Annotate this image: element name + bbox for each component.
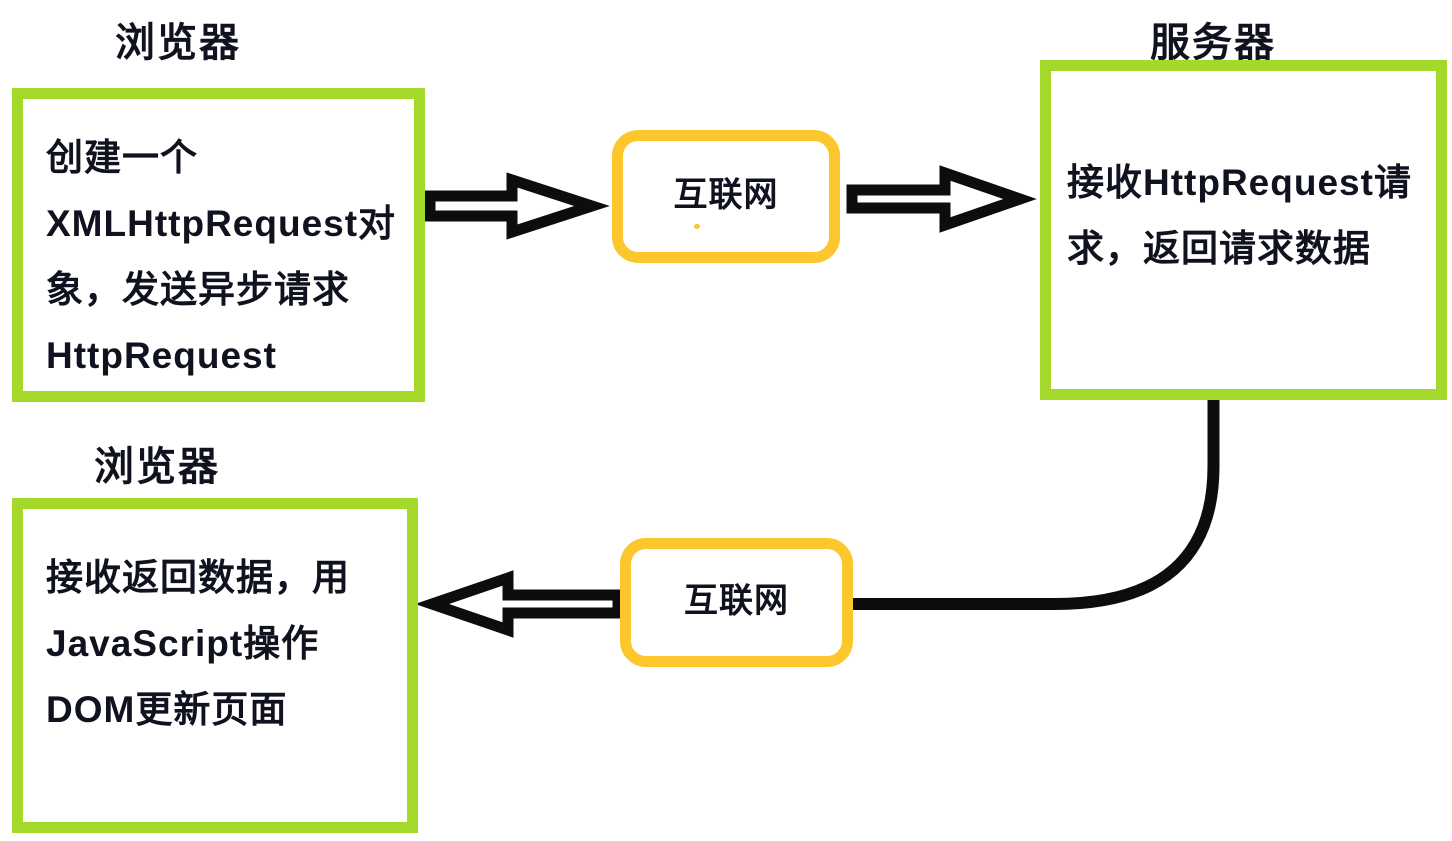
request-arrow-browser-to-internet bbox=[424, 172, 610, 240]
box-text-line: HttpRequest bbox=[46, 335, 277, 376]
internet-node-top: 互联网 bbox=[612, 130, 840, 263]
request-arrow-internet-to-server bbox=[846, 165, 1037, 233]
browser-response-box: 接收返回数据，用 JavaScript操作 DOM更新页面 bbox=[12, 498, 418, 833]
response-arrow-internet-to-browser bbox=[415, 570, 624, 638]
internet-label: 互联网 bbox=[673, 176, 779, 214]
browser-request-box: 创建一个 XMLHttpRequest对 象，发送异步请求 HttpReques… bbox=[12, 88, 425, 402]
box-text-line: 接收返回数据，用 bbox=[46, 557, 350, 598]
internet-label: 互联网 bbox=[684, 582, 789, 620]
box-text-line: JavaScript操作 bbox=[46, 623, 320, 664]
box-text-line: 接收HttpRequest请 bbox=[1067, 162, 1412, 203]
box-text-line: DOM更新页面 bbox=[46, 689, 288, 730]
box-text-line: XMLHttpRequest对 bbox=[46, 203, 397, 244]
box-text-line: 创建一个 bbox=[46, 137, 198, 178]
browser-label-top: 浏览器 bbox=[115, 21, 241, 65]
server-label: 服务器 bbox=[1150, 21, 1276, 65]
server-box: 接收HttpRequest请 求，返回请求数据 bbox=[1040, 60, 1447, 400]
response-connector-curve bbox=[852, 396, 1220, 610]
stray-mark bbox=[694, 224, 700, 229]
browser-label-bottom: 浏览器 bbox=[94, 445, 220, 489]
box-text-line: 求，返回请求数据 bbox=[1067, 228, 1371, 269]
box-text-line: 象，发送异步请求 bbox=[46, 269, 350, 310]
internet-node-bottom: 互联网 bbox=[620, 538, 853, 667]
